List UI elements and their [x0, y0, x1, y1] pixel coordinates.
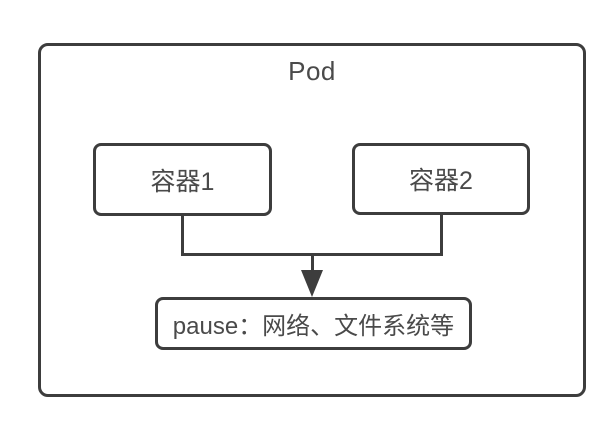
- container1-label: 容器1: [150, 167, 215, 196]
- connector-line-from-container2: [440, 213, 443, 256]
- container1-node: 容器1: [93, 143, 272, 216]
- arrow-down-icon: [301, 270, 323, 297]
- connector-line-to-pause: [311, 253, 314, 273]
- pod-boundary-box: [38, 43, 586, 397]
- pod-title: Pod: [288, 56, 336, 86]
- container2-node: 容器2: [352, 143, 530, 215]
- connector-line-from-container1: [181, 214, 184, 256]
- pause-node: pause：网络、文件系统等: [155, 297, 472, 350]
- pause-label: pause：网络、文件系统等: [172, 313, 455, 340]
- container2-label: 容器2: [409, 167, 473, 195]
